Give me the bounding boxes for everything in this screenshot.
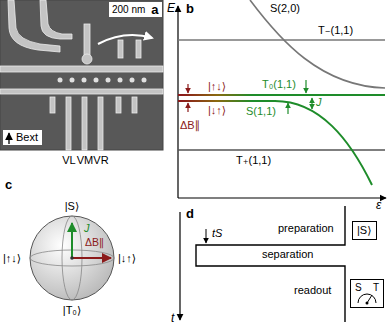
gate-electrode bbox=[82, 97, 87, 150]
time-label: tS bbox=[212, 227, 222, 240]
sem-image bbox=[0, 0, 163, 150]
exchange-label: J bbox=[316, 96, 322, 109]
pulse-trace bbox=[196, 206, 345, 322]
gate-electrode bbox=[66, 97, 71, 150]
energy-diagram bbox=[178, 0, 386, 198]
node-text: a bbox=[151, 3, 158, 16]
node-text: 200 nm bbox=[112, 3, 145, 16]
panel-letter: d bbox=[186, 207, 194, 220]
step-label: readout bbox=[294, 284, 331, 297]
transfer-arrow bbox=[98, 35, 152, 44]
field-arrow bbox=[8, 133, 9, 144]
gate-electrode bbox=[116, 97, 121, 113]
axis-label: t bbox=[171, 312, 174, 325]
meter-dial bbox=[358, 294, 376, 303]
state-label: |T₀⟩ bbox=[63, 304, 81, 317]
state-label: T₊(1,1) bbox=[236, 154, 271, 167]
step-label: separation bbox=[262, 248, 313, 261]
spin-state-label: |↑↓⟩ bbox=[208, 80, 226, 93]
gate-voltage-label: VM bbox=[77, 154, 94, 167]
quantum-dots bbox=[58, 78, 147, 83]
state-pointer bbox=[287, 103, 288, 114]
gate-electrode bbox=[84, 24, 90, 56]
exchange-vector bbox=[71, 223, 73, 258]
gate-electrode bbox=[0, 66, 163, 72]
axis-label: E bbox=[167, 2, 175, 15]
field-gradient-label: ΔB∥ bbox=[85, 236, 104, 249]
bloch-sphere bbox=[30, 216, 114, 300]
spin-state-label: |↓↑⟩ bbox=[208, 104, 226, 117]
gate-electrode bbox=[132, 97, 137, 113]
sphere bbox=[30, 216, 114, 300]
exchange-arrow bbox=[311, 98, 312, 109]
gate-electrode bbox=[50, 97, 55, 113]
gate-electrode bbox=[118, 40, 123, 58]
time-axis bbox=[179, 212, 180, 320]
gradient-vector bbox=[72, 257, 111, 259]
gradient-arrow bbox=[187, 103, 188, 112]
gate-electrode bbox=[40, 0, 72, 39]
node-text: T bbox=[373, 281, 379, 294]
meter-pivot bbox=[366, 302, 369, 305]
step-label: preparation bbox=[278, 222, 334, 235]
gate-electrode bbox=[8, 0, 60, 52]
state-box: |S⟩ bbox=[352, 221, 377, 240]
readout-meter: ST bbox=[350, 279, 384, 308]
node-text: S bbox=[355, 281, 362, 294]
sem-background bbox=[0, 0, 163, 150]
state-label: S(1,1) bbox=[246, 105, 276, 118]
gate-voltage-label: VL bbox=[62, 154, 75, 167]
gate-electrode bbox=[0, 89, 163, 94]
panel-letter: c bbox=[5, 178, 12, 191]
node-text: Bext bbox=[16, 131, 39, 144]
exchange-label: J bbox=[84, 222, 90, 235]
field-gradient-label: ΔB∥ bbox=[180, 119, 200, 132]
gate-electrode bbox=[82, 54, 92, 64]
sem-frame bbox=[0, 0, 163, 150]
panel-letter: b bbox=[186, 2, 194, 15]
state-label: |↑↓⟩ bbox=[3, 252, 21, 265]
gate-electrode bbox=[136, 40, 141, 58]
t-minus-level bbox=[178, 39, 385, 41]
meter-needle bbox=[367, 295, 372, 303]
scale-inset: 200 nm a bbox=[109, 2, 162, 17]
node-text: |S⟩ bbox=[357, 224, 372, 237]
state-label: T₀(1,1) bbox=[262, 78, 296, 91]
state-label: |↓↑⟩ bbox=[118, 252, 136, 265]
gate-electrodes bbox=[0, 0, 163, 150]
gate-electrode bbox=[98, 97, 103, 150]
sphere-center bbox=[70, 256, 74, 260]
gate-voltage-label: VR bbox=[93, 154, 108, 167]
time-marker bbox=[206, 229, 207, 243]
state-label: T₋(1,1) bbox=[318, 24, 353, 37]
pulse-sequence bbox=[180, 206, 345, 322]
state-label: S(2,0) bbox=[270, 2, 300, 15]
state-pointer bbox=[305, 80, 306, 93]
t0-level bbox=[178, 94, 385, 96]
gradient-arrow bbox=[187, 84, 188, 93]
s20-level bbox=[250, 0, 385, 88]
detuning-axis bbox=[178, 197, 386, 198]
axis-label: ε bbox=[376, 199, 381, 212]
t-plus-level bbox=[178, 149, 385, 151]
field-box: Bext bbox=[3, 130, 42, 145]
s11-level bbox=[178, 101, 372, 185]
state-label: |S⟩ bbox=[65, 200, 80, 213]
